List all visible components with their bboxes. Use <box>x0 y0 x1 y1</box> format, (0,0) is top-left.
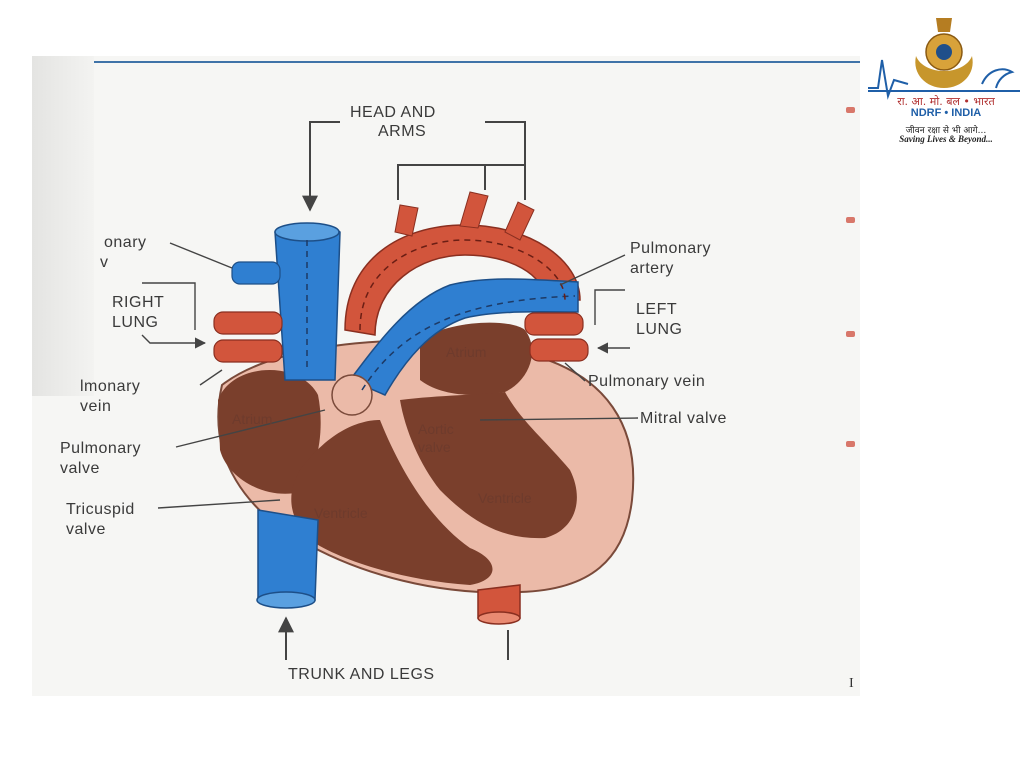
label-pulmonary-valve: valve <box>60 460 100 477</box>
pulmonary-vein-left <box>524 312 584 336</box>
label-mitral-valve: Mitral valve <box>640 410 727 427</box>
leader-line <box>479 417 639 421</box>
leader-line <box>559 254 626 286</box>
label-head-and-arms: HEAD AND <box>350 104 436 121</box>
wreath-emblem <box>915 56 973 88</box>
emblem-center <box>936 44 952 60</box>
label-pulmonary-vein-left: lmonary <box>80 378 140 395</box>
page-number: I <box>849 676 854 691</box>
label-right-ventricle: Ventricle <box>314 505 368 521</box>
logo-hindi-text: रा. आ. मो. बल • भारत <box>897 95 995 108</box>
left-ventricle-chamber <box>400 392 577 539</box>
right-ventricle-chamber <box>291 420 493 585</box>
logo-tagline: Saving Lives & Beyond... <box>899 134 993 144</box>
wave-icon <box>981 68 1015 89</box>
label-tricuspid-valve: valve <box>66 521 106 538</box>
leader-line <box>141 334 207 349</box>
label-pulmonary-vein-left: vein <box>80 398 111 415</box>
lion-capital <box>936 18 952 32</box>
pulmonary-artery <box>348 278 579 396</box>
leader-line <box>175 409 326 448</box>
label-left-lung: LUNG <box>636 321 682 338</box>
bullet-marker <box>846 331 855 337</box>
logo-divider <box>868 90 1020 92</box>
head-arms-bracket <box>397 164 525 200</box>
pulmonary-vein-right-lower <box>213 311 283 335</box>
scan-top-rule <box>94 61 860 63</box>
leader-line <box>199 369 223 386</box>
scan-page-edge <box>32 56 94 396</box>
aorta-opening <box>477 611 521 625</box>
logo-english-text: NDRF • INDIA <box>910 107 982 119</box>
leader-line <box>157 499 281 509</box>
label-aortic-valve: valve <box>418 439 451 455</box>
leader-line <box>564 362 586 382</box>
artery-branch <box>504 201 535 241</box>
pulmonary-vein-left <box>529 338 589 362</box>
label-right-lung: RIGHT <box>112 294 164 311</box>
label-trunk-and-legs: TRUNK AND LEGS <box>288 666 435 683</box>
flow-path-dashed <box>361 295 576 391</box>
label-tricuspid-valve: Tricuspid <box>66 501 135 518</box>
label-right-atrium: Atrium <box>232 411 272 427</box>
label-pulmonary-artery: Pulmonary <box>630 240 711 257</box>
leader-line <box>142 282 196 330</box>
flow-path-dashed <box>359 239 566 331</box>
head-arms-bracket <box>302 121 340 212</box>
inferior-vena-cava <box>257 509 319 601</box>
label-head-and-arms: ARMS <box>378 123 426 140</box>
label-pulmonary-vein-right: Pulmonary vein <box>588 373 705 390</box>
ecg-line-icon <box>868 59 909 100</box>
leader-line <box>594 289 625 325</box>
left-atrium-chamber <box>420 322 533 395</box>
artery-branch <box>459 191 489 229</box>
head-arms-bracket <box>485 121 526 200</box>
bullet-marker <box>846 217 855 223</box>
leader-line <box>169 242 233 269</box>
label-left-ventricle: Ventricle <box>478 490 532 506</box>
label-pulmonary-artery: artery <box>630 260 674 277</box>
label-aortic-valve: Aortic <box>418 421 454 437</box>
pulmonary-vein-right-lower <box>213 339 283 363</box>
vena-cava-opening <box>256 591 316 609</box>
label-left-lung: LEFT <box>636 301 677 318</box>
label-pulmonary-vein-top: onary <box>104 234 147 251</box>
vena-cava-opening <box>274 222 340 242</box>
ndrf-logo <box>868 18 1020 100</box>
label-left-atrium: Atrium <box>446 344 486 360</box>
label-pulmonary-vein-top: v <box>100 254 109 271</box>
superior-vena-cava <box>274 223 341 381</box>
bullet-marker <box>846 441 855 447</box>
right-atrium-chamber <box>218 370 321 494</box>
pulmonary-vein-right-upper <box>231 261 281 285</box>
aortic-valve-ring <box>331 374 373 416</box>
logo-motto: जीवन रक्षा से भी आगे... <box>905 126 987 136</box>
bullet-marker <box>846 107 855 113</box>
label-pulmonary-valve: Pulmonary <box>60 440 141 457</box>
artery-branch <box>394 204 419 237</box>
label-right-lung: LUNG <box>112 314 158 331</box>
aortic-arch <box>344 224 581 336</box>
